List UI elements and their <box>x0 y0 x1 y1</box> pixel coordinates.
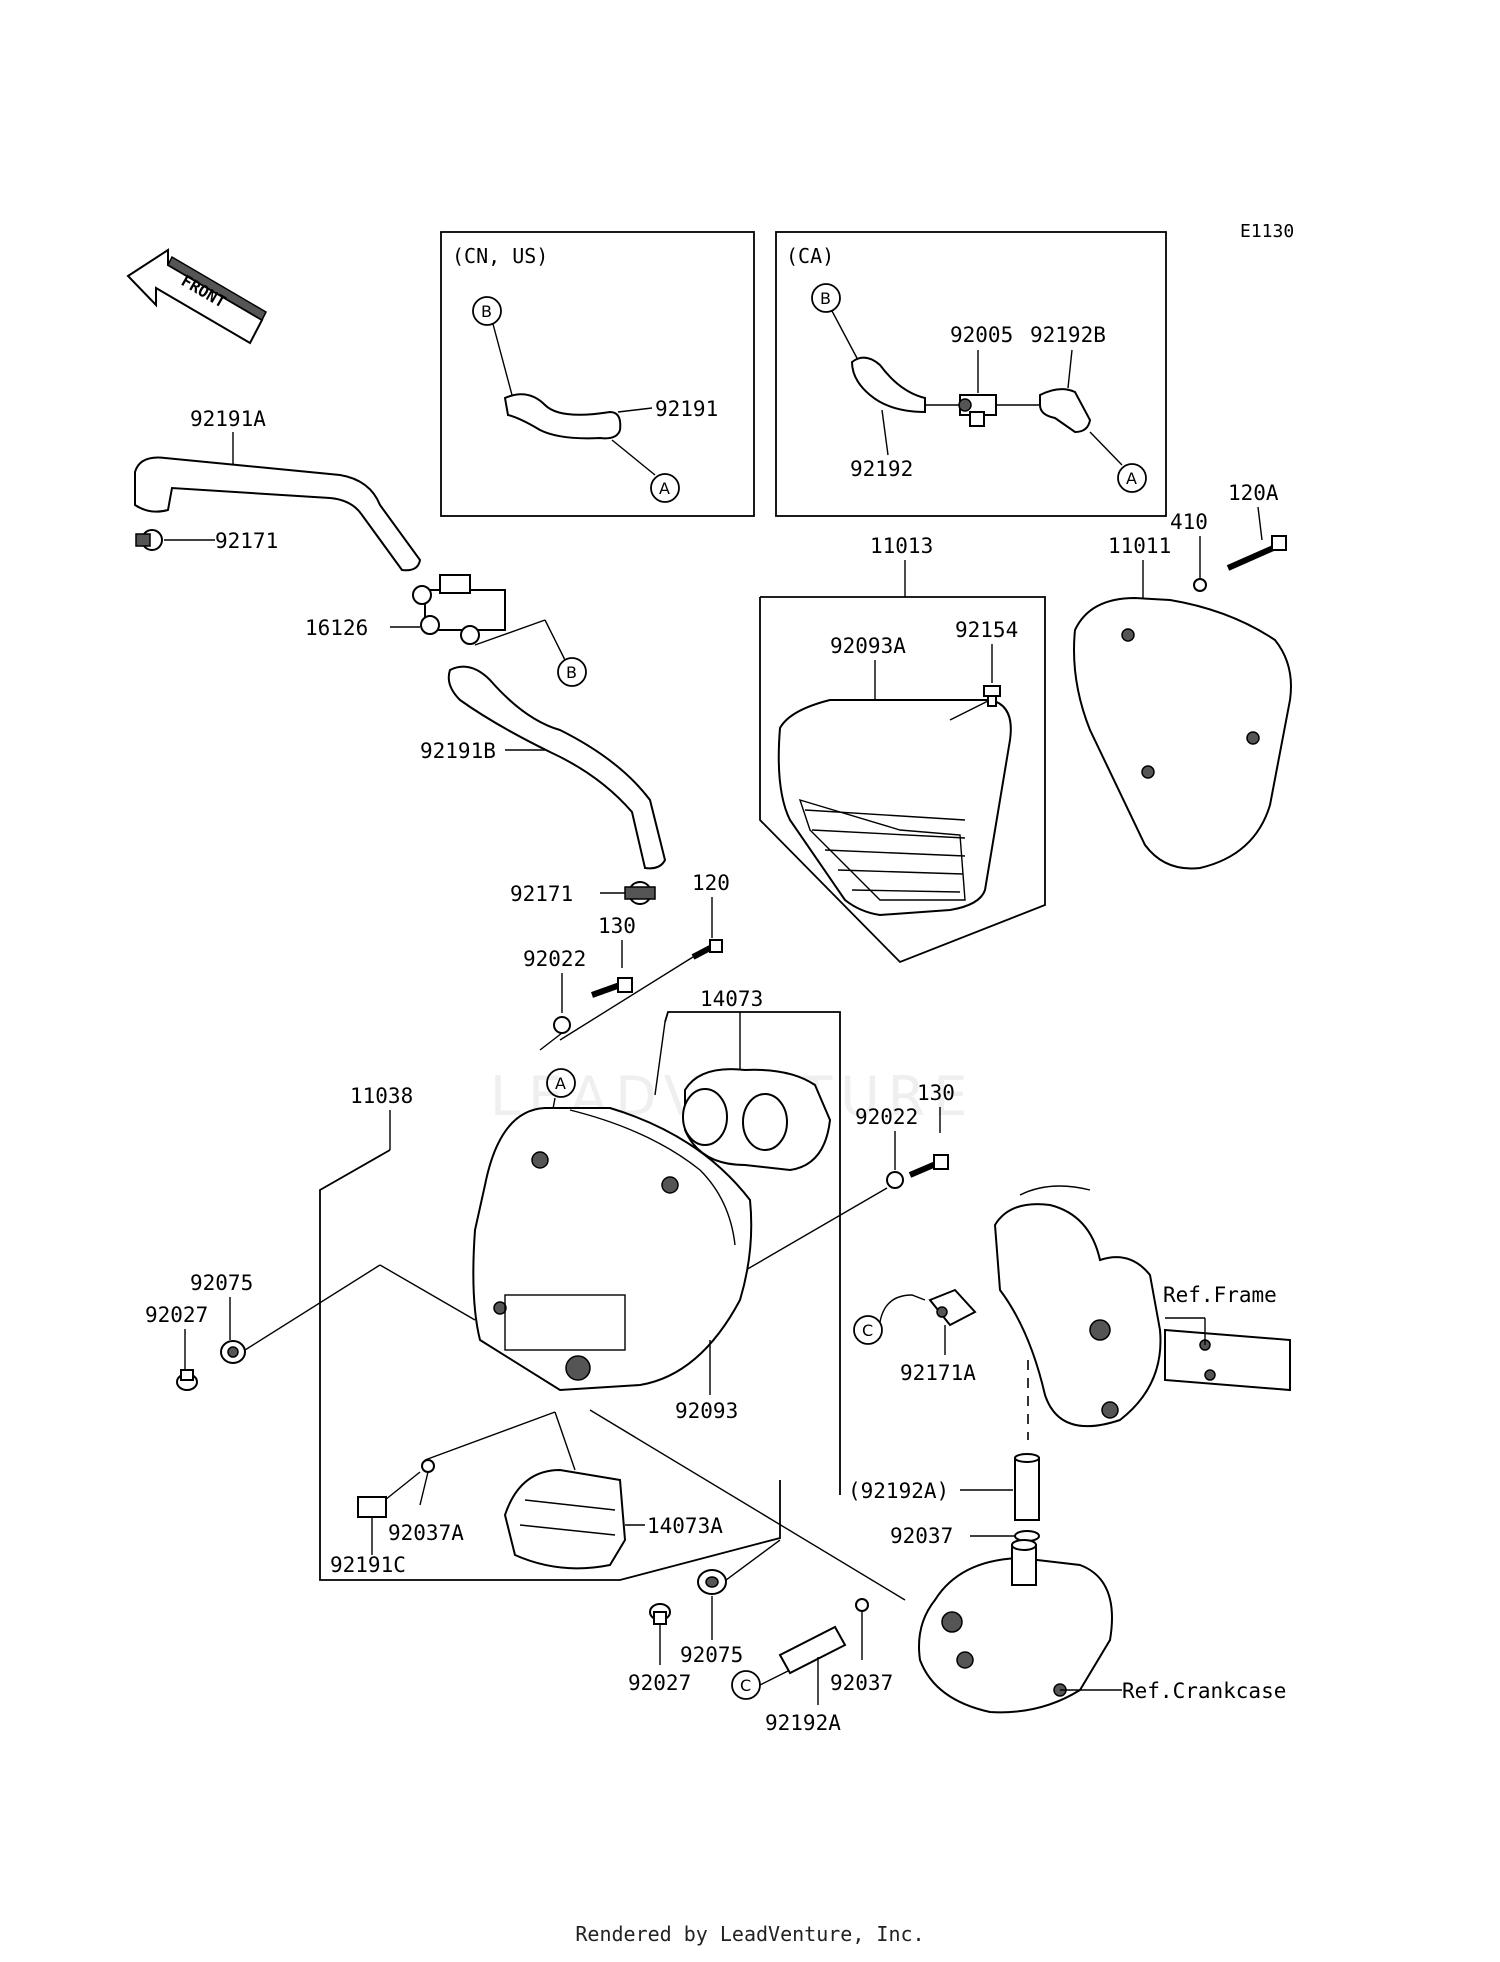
air-cleaner-housing <box>472 1107 753 1392</box>
part-label-92037-bottom: 92037 <box>830 1671 893 1695</box>
part-label-92093a: 92093A <box>830 634 906 658</box>
ref-label-frame: Ref.Frame <box>1163 1283 1277 1307</box>
valve-16126 <box>412 574 506 645</box>
part-label-16126: 16126 <box>305 616 368 640</box>
washer-92022-right <box>886 1171 904 1189</box>
connector-a-ca <box>1117 463 1147 493</box>
connector-a-ca-label: A <box>1126 469 1137 488</box>
hose-92191 <box>503 393 622 440</box>
clip-92037a <box>421 1459 435 1473</box>
connector-a-cn-us <box>650 473 680 503</box>
hose-92191b <box>447 665 667 870</box>
plug-92027-left <box>176 1369 198 1391</box>
t-joint-92005 <box>958 394 997 427</box>
part-label-92027-left: 92027 <box>145 1303 208 1327</box>
air-cleaner-cover <box>1073 596 1292 870</box>
connector-b-ca-label: B <box>820 289 831 308</box>
part-label-92191: 92191 <box>655 397 718 421</box>
part-label-92191a: 92191A <box>190 407 266 431</box>
part-label-92192a-paren: (92192A) <box>848 1479 949 1503</box>
hose-92192 <box>850 356 926 414</box>
connector-b-ca <box>811 283 841 313</box>
tube-92192a-bottom <box>778 1625 847 1675</box>
clip-92037-bottom <box>855 1598 869 1612</box>
part-label-92191b: 92191B <box>420 739 496 763</box>
part-label-14073: 14073 <box>700 987 763 1011</box>
part-label-92192: 92192 <box>850 457 913 481</box>
hose-92191a <box>134 456 422 572</box>
bolt-120 <box>691 939 723 960</box>
part-label-11011: 11011 <box>1108 534 1171 558</box>
hose-92192b <box>1039 388 1092 434</box>
grommet-92075-bottom <box>697 1569 727 1595</box>
part-label-120a: 120A <box>1228 481 1279 505</box>
part-label-92171-mid: 92171 <box>510 882 573 906</box>
clamp-92171-top <box>135 529 163 551</box>
part-label-410: 410 <box>1170 510 1208 534</box>
part-label-92171a: 92171A <box>900 1361 976 1385</box>
bolt-130-top <box>590 977 633 998</box>
crankcase-reference <box>918 1539 1113 1714</box>
part-label-92027-bottom: 92027 <box>628 1671 691 1695</box>
connector-a-main-label: A <box>555 1074 566 1093</box>
tube-92192a-vertical <box>1014 1453 1040 1521</box>
part-label-130-top: 130 <box>598 914 636 938</box>
region-box-cn-us <box>440 231 755 517</box>
connector-b-main <box>557 657 587 687</box>
connector-c-frame-label: C <box>862 1321 873 1340</box>
region-label-cn-us: (CN, US) <box>452 244 548 268</box>
part-label-92192a-bottom: 92192A <box>765 1711 841 1735</box>
connector-b-cn-us <box>472 296 502 326</box>
part-label-92093: 92093 <box>675 1399 738 1423</box>
inlet-duct-bracket <box>664 1011 841 1495</box>
front-arrow-icon: FRONT <box>126 248 267 345</box>
part-label-92075-left: 92075 <box>190 1271 253 1295</box>
tube-92191c <box>357 1496 387 1518</box>
connector-a-main <box>546 1068 576 1098</box>
part-label-11038: 11038 <box>350 1084 413 1108</box>
ref-label-crankcase: Ref.Crankcase <box>1122 1679 1286 1703</box>
plug-92027-bottom <box>649 1603 671 1625</box>
filter-group-bracket <box>759 596 1046 964</box>
screw-92154 <box>983 685 1001 707</box>
lower-duct-14073a <box>503 1468 627 1570</box>
part-label-92037a: 92037A <box>388 1521 464 1545</box>
grommet-92075-left <box>220 1340 246 1364</box>
region-label-ca: (CA) <box>786 244 834 268</box>
footer-credit: Rendered by LeadVenture, Inc. <box>575 1922 925 1946</box>
part-label-92022-top: 92022 <box>523 947 586 971</box>
connector-b-main-label: B <box>566 663 577 682</box>
connector-a-cn-us-label: A <box>659 479 670 498</box>
connector-c-frame <box>853 1315 883 1345</box>
part-label-92075-bottom: 92075 <box>680 1643 743 1667</box>
filter-mesh-grid <box>804 809 966 893</box>
part-label-14073a: 14073A <box>647 1514 723 1538</box>
bolt-130-right <box>908 1154 949 1178</box>
part-label-92154: 92154 <box>955 618 1018 642</box>
part-label-11013: 11013 <box>870 534 933 558</box>
part-label-92191c: 92191C <box>330 1553 406 1577</box>
part-label-92192b: 92192B <box>1030 323 1106 347</box>
washer-410 <box>1193 578 1207 592</box>
diagram-code: E1130 <box>1240 221 1294 242</box>
inlet-duct-14073 <box>682 1068 832 1172</box>
frame-reference <box>993 1185 1291 1428</box>
clamp-92171-mid <box>624 881 656 905</box>
part-label-92022-right: 92022 <box>855 1105 918 1129</box>
connector-c-bottom-label: C <box>740 1676 751 1695</box>
housing-group-bracket <box>319 1149 781 1581</box>
part-label-92171-top: 92171 <box>215 529 278 553</box>
bolt-120a <box>1226 535 1287 571</box>
region-box-ca <box>775 231 1167 517</box>
washer-92022-top <box>553 1016 571 1034</box>
part-label-130-right: 130 <box>917 1081 955 1105</box>
air-filter-element <box>777 699 1012 917</box>
part-label-120: 120 <box>692 871 730 895</box>
clamp-92171a <box>928 1288 977 1327</box>
connector-b-cn-us-label: B <box>481 302 492 321</box>
part-label-92005: 92005 <box>950 323 1013 347</box>
part-label-92037-right: 92037 <box>890 1524 953 1548</box>
